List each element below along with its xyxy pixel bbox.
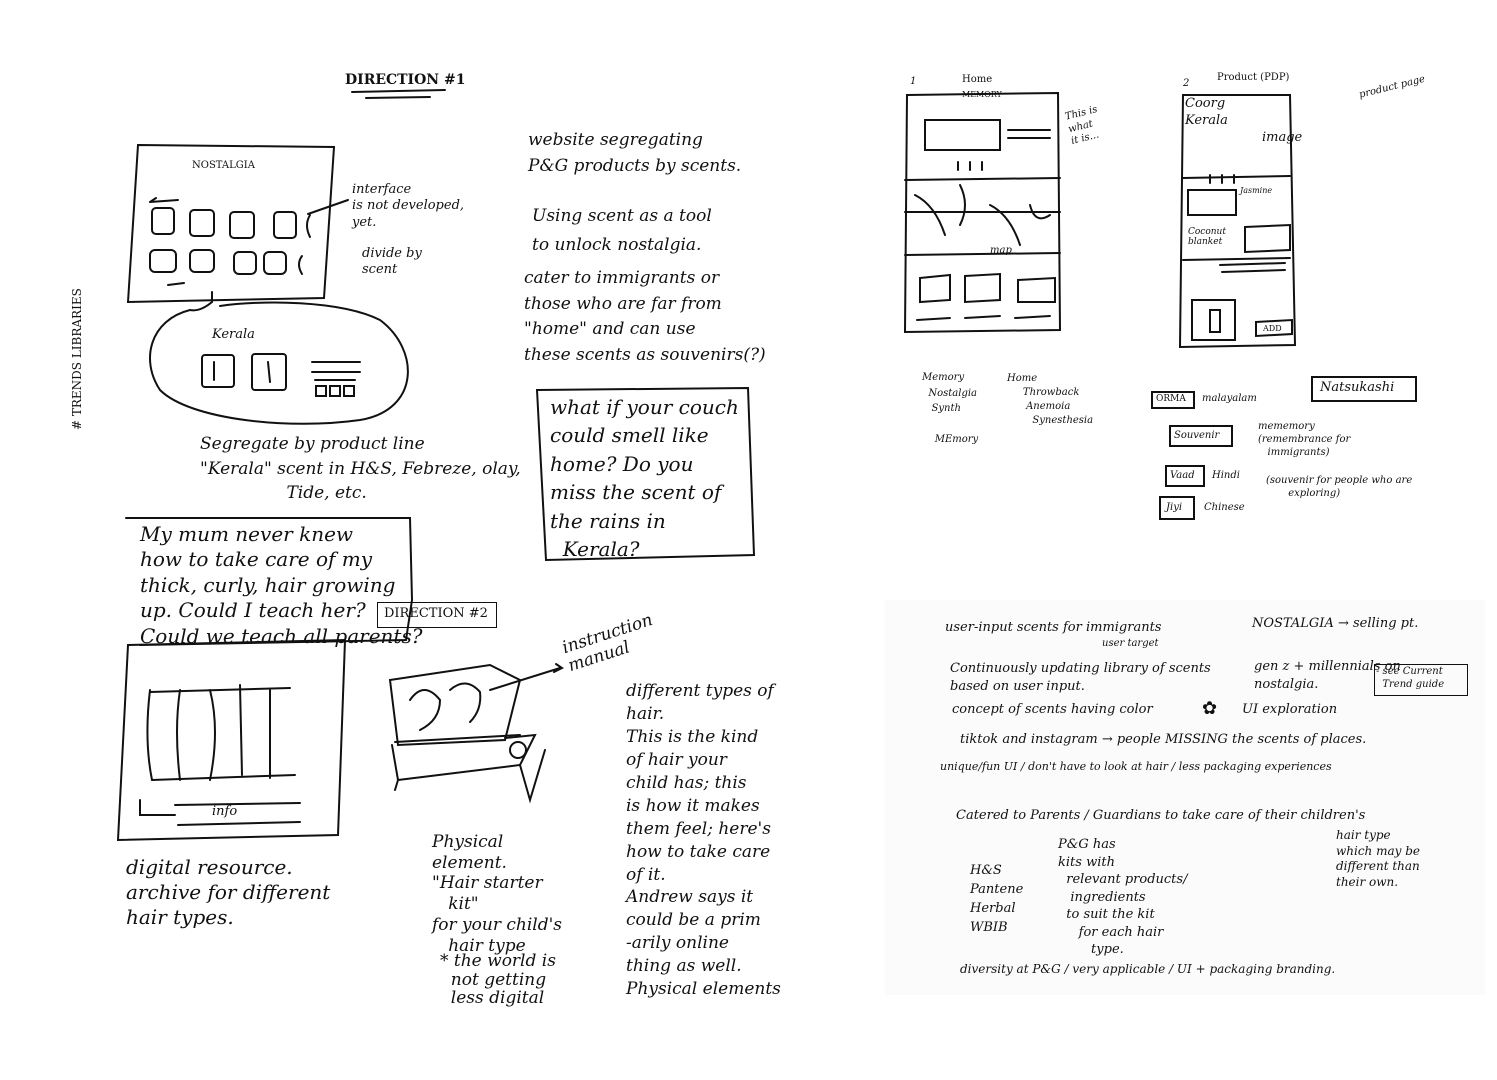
user-target-note: user target (1102, 638, 1159, 649)
trend-guide-box (1374, 664, 1468, 696)
hindi-label: Hindi (1212, 470, 1240, 481)
mememory-note: mememory (remembrance for immigrants) (1258, 421, 1351, 458)
coorg-label: Coorg Kerala (1185, 96, 1228, 128)
user-input-note: user-input scents for immigrants (945, 620, 1162, 635)
divide-note: divide by scent (362, 246, 422, 278)
natsukashi-label: Natsukashi (1320, 380, 1395, 395)
direction1-heading: DIRECTION #1 (345, 72, 466, 88)
hair-type-diff-note: hair type which may be different than th… (1336, 828, 1421, 889)
brands-note: H&S Pantene Herbal WBIB (970, 863, 1024, 935)
kerala-label: Kerala (212, 327, 255, 342)
pg-has-note: P&G has kits with relevant products/ ing… (1058, 837, 1188, 958)
interface-note: interface is not developed, yet. (352, 182, 465, 230)
library-note: Continuously updating library of scents … (950, 661, 1211, 695)
hair-types-note: different types of hair. This is the kin… (626, 681, 781, 1000)
info-label: info (212, 804, 238, 819)
jasmine-label: Jasmine (1240, 186, 1273, 195)
chinese-label: Chinese (1204, 502, 1245, 513)
trend-guide-note: - see Current Trend guide (1376, 666, 1445, 690)
malayalam-label: malayalam (1202, 393, 1257, 404)
direction2-heading: DIRECTION #2 (384, 606, 488, 621)
naming-col2: Home Throwback Anemoia Synesthesia (1007, 373, 1094, 426)
coconut-label: Coconut blanket (1188, 227, 1226, 247)
direction2-box (377, 602, 497, 628)
add-button[interactable]: ADD (1263, 324, 1282, 333)
orma-label: ORMA (1156, 394, 1186, 404)
side-label: # TRENDS LIBRARIES (70, 288, 84, 430)
catered-note: Catered to Parents / Guardians to take c… (956, 808, 1366, 823)
world-note: * the world is not getting less digital (440, 951, 556, 1009)
parents-quote: My mum never knew how to take care of my… (140, 522, 423, 648)
website-note: website segregating P&G products by scen… (528, 130, 742, 176)
product-num: 2 (1183, 78, 1190, 89)
ui-exploration-note: UI exploration (1242, 702, 1338, 717)
memory-label: MEMORY (962, 90, 1002, 99)
diversity-note: diversity at P&G / very applicable / UI … (960, 962, 1336, 976)
digital-note: digital resource. archive for different … (126, 855, 331, 929)
unique-note: unique/fun UI / don't have to look at ha… (940, 760, 1332, 773)
tiktok-note: tiktok and instagram → people MISSING th… (960, 732, 1367, 747)
scent-tool-note: Using scent as a tool to unlock nostalgi… (532, 206, 712, 255)
nostalgia-sell-note: NOSTALGIA → selling pt. (1252, 616, 1419, 631)
souvenir-note: (souvenir for people who are exploring) (1266, 475, 1413, 499)
couch-quote: what if your couch could smell like home… (550, 395, 739, 561)
genz-note: gen z + millennials on nostalgia. (1254, 659, 1401, 693)
jiyi-label: Jiyi (1166, 502, 1183, 513)
color-swatch-icon: ✿ (1202, 698, 1218, 719)
home-title: Home (962, 74, 993, 85)
cater-note: cater to immigrants or those who are far… (524, 268, 766, 365)
map-label: map (990, 245, 1012, 256)
notes-panel (885, 600, 1485, 995)
physical-note: Physical element. "Hair starter kit" for… (432, 832, 562, 956)
naming-col1: Memory Nostalgia Synth MEmory (922, 372, 979, 445)
segregate-note: Segregate by product line "Kerala" scent… (200, 434, 521, 504)
souvenir-label: Souvenir (1174, 430, 1220, 441)
vaad-label: Vaad (1170, 470, 1195, 481)
product-title: Product (PDP) (1217, 72, 1290, 83)
home-num: 1 (910, 76, 917, 87)
image-label: image (1262, 130, 1303, 145)
concept-color-note: concept of scents having color (952, 702, 1153, 717)
sketch-title: NOSTALGIA (192, 160, 255, 171)
